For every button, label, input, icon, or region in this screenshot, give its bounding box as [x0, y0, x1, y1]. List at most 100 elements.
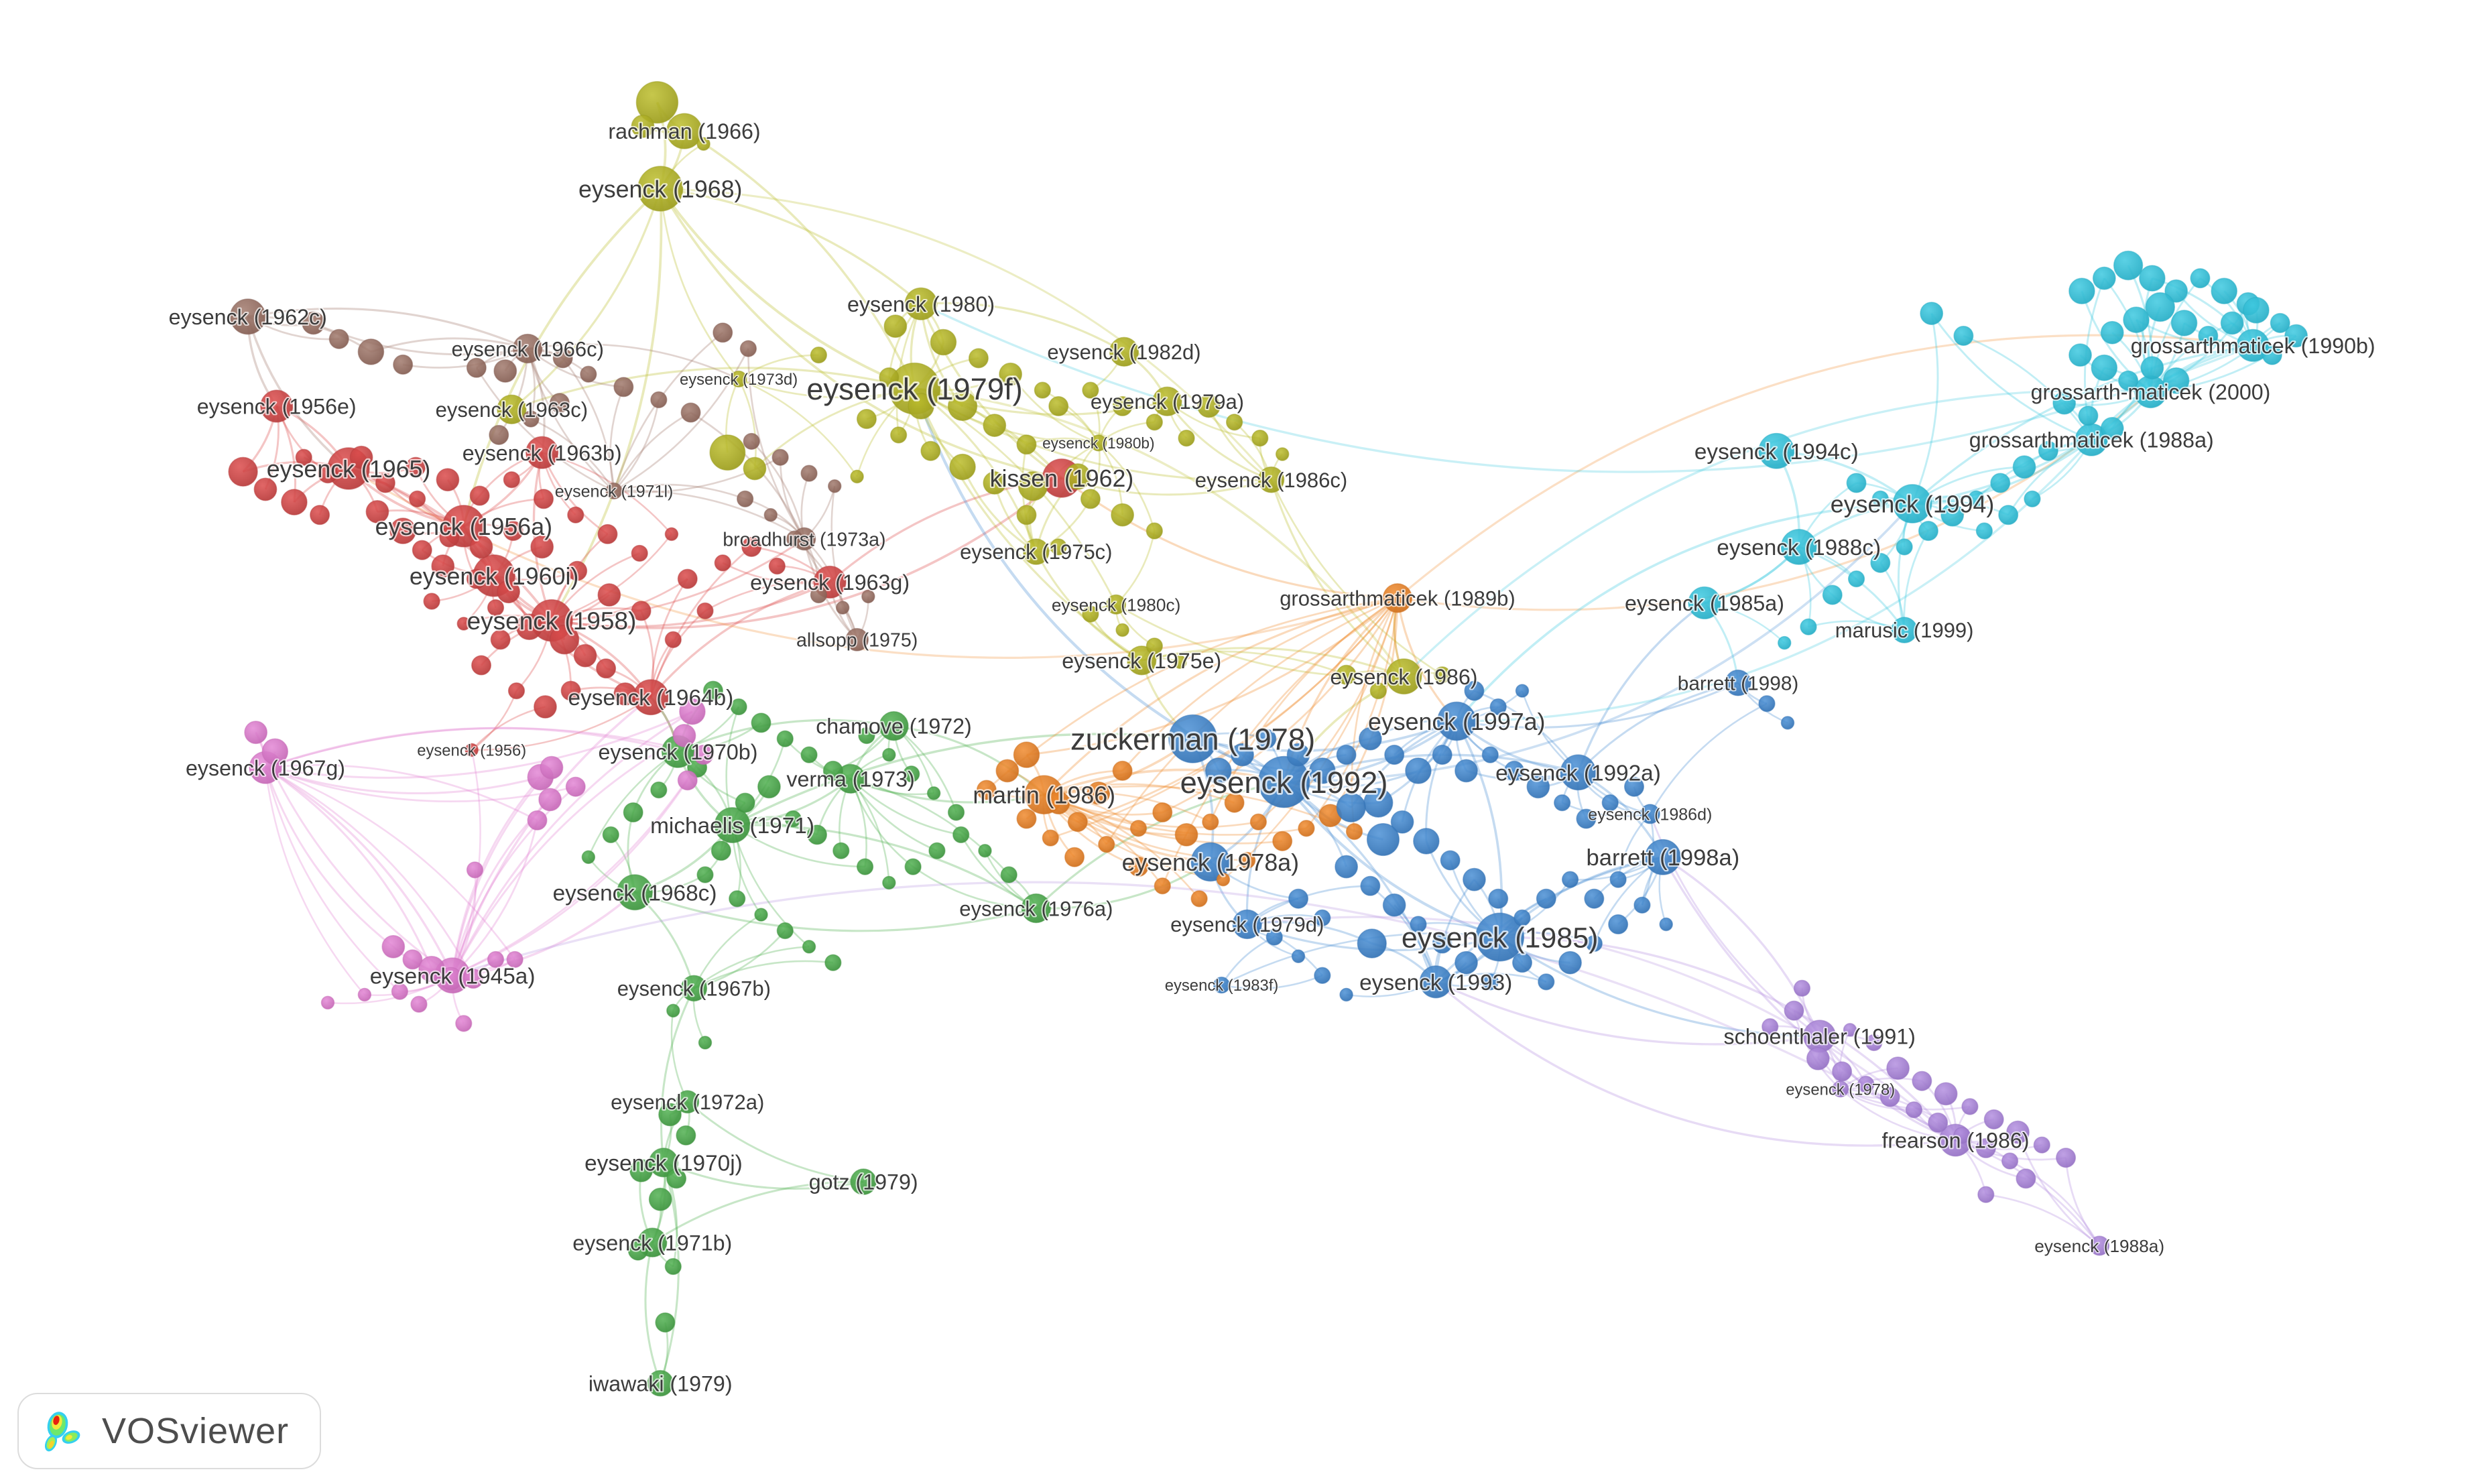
graph-node[interactable]: [664, 631, 682, 648]
graph-node[interactable]: [527, 810, 548, 830]
graph-node[interactable]: [1272, 830, 1293, 851]
graph-node[interactable]: [768, 557, 786, 575]
graph-node[interactable]: [1298, 820, 1315, 837]
graph-node[interactable]: [709, 434, 746, 471]
graph-node[interactable]: [1410, 916, 1427, 933]
graph-node[interactable]: [2012, 455, 2036, 479]
graph-node[interactable]: [757, 775, 781, 799]
node-label[interactable]: eysenck (1978a): [1120, 848, 1300, 877]
graph-node[interactable]: [730, 698, 747, 716]
graph-node[interactable]: [1481, 973, 1499, 991]
graph-node[interactable]: [680, 402, 701, 423]
graph-node[interactable]: [1918, 521, 1938, 542]
graph-node[interactable]: [1224, 792, 1245, 813]
graph-node[interactable]: [244, 721, 268, 745]
graph-node[interactable]: [968, 348, 989, 369]
graph-node[interactable]: [1865, 1034, 1883, 1052]
node-label[interactable]: eysenck (1963b): [461, 440, 623, 467]
graph-node[interactable]: [978, 843, 992, 858]
graph-node[interactable]: [1780, 716, 1795, 730]
graph-node[interactable]: [1843, 1023, 1857, 1037]
graph-node[interactable]: [357, 338, 385, 365]
graph-node[interactable]: [751, 713, 771, 733]
node-label[interactable]: eysenck (1978): [1785, 1080, 1896, 1100]
graph-node[interactable]: [1432, 933, 1453, 954]
graph-node[interactable]: [534, 489, 554, 509]
node-label[interactable]: eysenck (1993): [1358, 969, 1513, 997]
graph-node[interactable]: [666, 1003, 680, 1018]
node-label[interactable]: eysenck (1997a): [1367, 707, 1547, 737]
graph-node[interactable]: [357, 987, 372, 1002]
graph-node[interactable]: [1536, 888, 1556, 909]
node-label[interactable]: eysenck (1986d): [1587, 804, 1713, 825]
graph-node[interactable]: [1526, 775, 1550, 799]
graph-node[interactable]: [883, 314, 908, 338]
node-label[interactable]: eysenck (1963g): [749, 569, 911, 596]
graph-node[interactable]: [850, 1168, 877, 1195]
graph-node[interactable]: [1042, 829, 1059, 847]
graph-node[interactable]: [605, 482, 623, 500]
graph-node[interactable]: [1640, 804, 1660, 824]
graph-node[interactable]: [1357, 928, 1387, 959]
graph-node[interactable]: [739, 340, 757, 357]
graph-node[interactable]: [1784, 1000, 1804, 1021]
graph-node[interactable]: [2001, 1152, 2019, 1170]
node-label[interactable]: eysenck (1956e): [196, 393, 358, 420]
node-label[interactable]: eysenck (1945a): [369, 963, 537, 990]
graph-node[interactable]: [261, 738, 289, 765]
graph-node[interactable]: [810, 586, 828, 604]
graph-node[interactable]: [2262, 345, 2282, 365]
graph-node[interactable]: [623, 802, 643, 823]
graph-node[interactable]: [1436, 701, 1477, 741]
graph-node[interactable]: [515, 613, 543, 641]
node-label[interactable]: allsopp (1975): [795, 629, 919, 652]
graph-node[interactable]: [648, 1187, 672, 1211]
graph-node[interactable]: [2033, 1136, 2050, 1154]
graph-node[interactable]: [1291, 949, 1306, 963]
graph-node[interactable]: [1174, 822, 1198, 847]
graph-node[interactable]: [1558, 950, 1582, 975]
graph-node[interactable]: [1017, 471, 1048, 501]
graph-node[interactable]: [1339, 987, 1353, 1002]
graph-node[interactable]: [526, 436, 559, 469]
graph-node[interactable]: [1822, 584, 1843, 605]
graph-node[interactable]: [676, 1125, 696, 1146]
graph-node[interactable]: [2270, 312, 2290, 333]
graph-node[interactable]: [2211, 277, 2238, 305]
node-label[interactable]: eysenck (1988a): [2034, 1235, 2166, 1257]
graph-node[interactable]: [1561, 871, 1579, 888]
graph-node[interactable]: [375, 473, 395, 493]
graph-node[interactable]: [1832, 1061, 1853, 1082]
graph-node[interactable]: [677, 568, 698, 589]
graph-node[interactable]: [1475, 912, 1525, 962]
graph-node[interactable]: [1087, 781, 1111, 805]
graph-node[interactable]: [1152, 386, 1182, 417]
graph-node[interactable]: [882, 747, 896, 762]
graph-node[interactable]: [647, 1369, 674, 1397]
graph-node[interactable]: [2068, 277, 2095, 305]
node-label[interactable]: eysenck (1967b): [616, 976, 772, 1002]
graph-node[interactable]: [2284, 324, 2308, 348]
graph-node[interactable]: [810, 346, 828, 364]
graph-node[interactable]: [1419, 965, 1453, 999]
graph-node[interactable]: [680, 975, 708, 1002]
graph-node[interactable]: [1953, 1127, 1971, 1144]
graph-node[interactable]: [1800, 618, 1817, 635]
graph-node[interactable]: [1688, 586, 1721, 620]
node-label[interactable]: eysenck (1960i): [408, 562, 580, 591]
graph-node[interactable]: [1953, 325, 1974, 347]
graph-node[interactable]: [1034, 381, 1051, 399]
graph-node[interactable]: [617, 874, 654, 911]
graph-node[interactable]: [530, 535, 554, 559]
graph-node[interactable]: [1067, 812, 1088, 832]
graph-node[interactable]: [2139, 265, 2166, 292]
node-label[interactable]: eysenck (1958): [465, 606, 637, 636]
graph-node[interactable]: [365, 500, 389, 523]
graph-node[interactable]: [1190, 890, 1208, 908]
graph-node[interactable]: [1216, 872, 1231, 887]
graph-node[interactable]: [743, 432, 760, 450]
graph-node[interactable]: [503, 521, 523, 542]
node-label[interactable]: iwawaki (1979): [587, 1370, 734, 1397]
graph-node[interactable]: [1336, 664, 1357, 685]
graph-node[interactable]: [439, 527, 460, 548]
